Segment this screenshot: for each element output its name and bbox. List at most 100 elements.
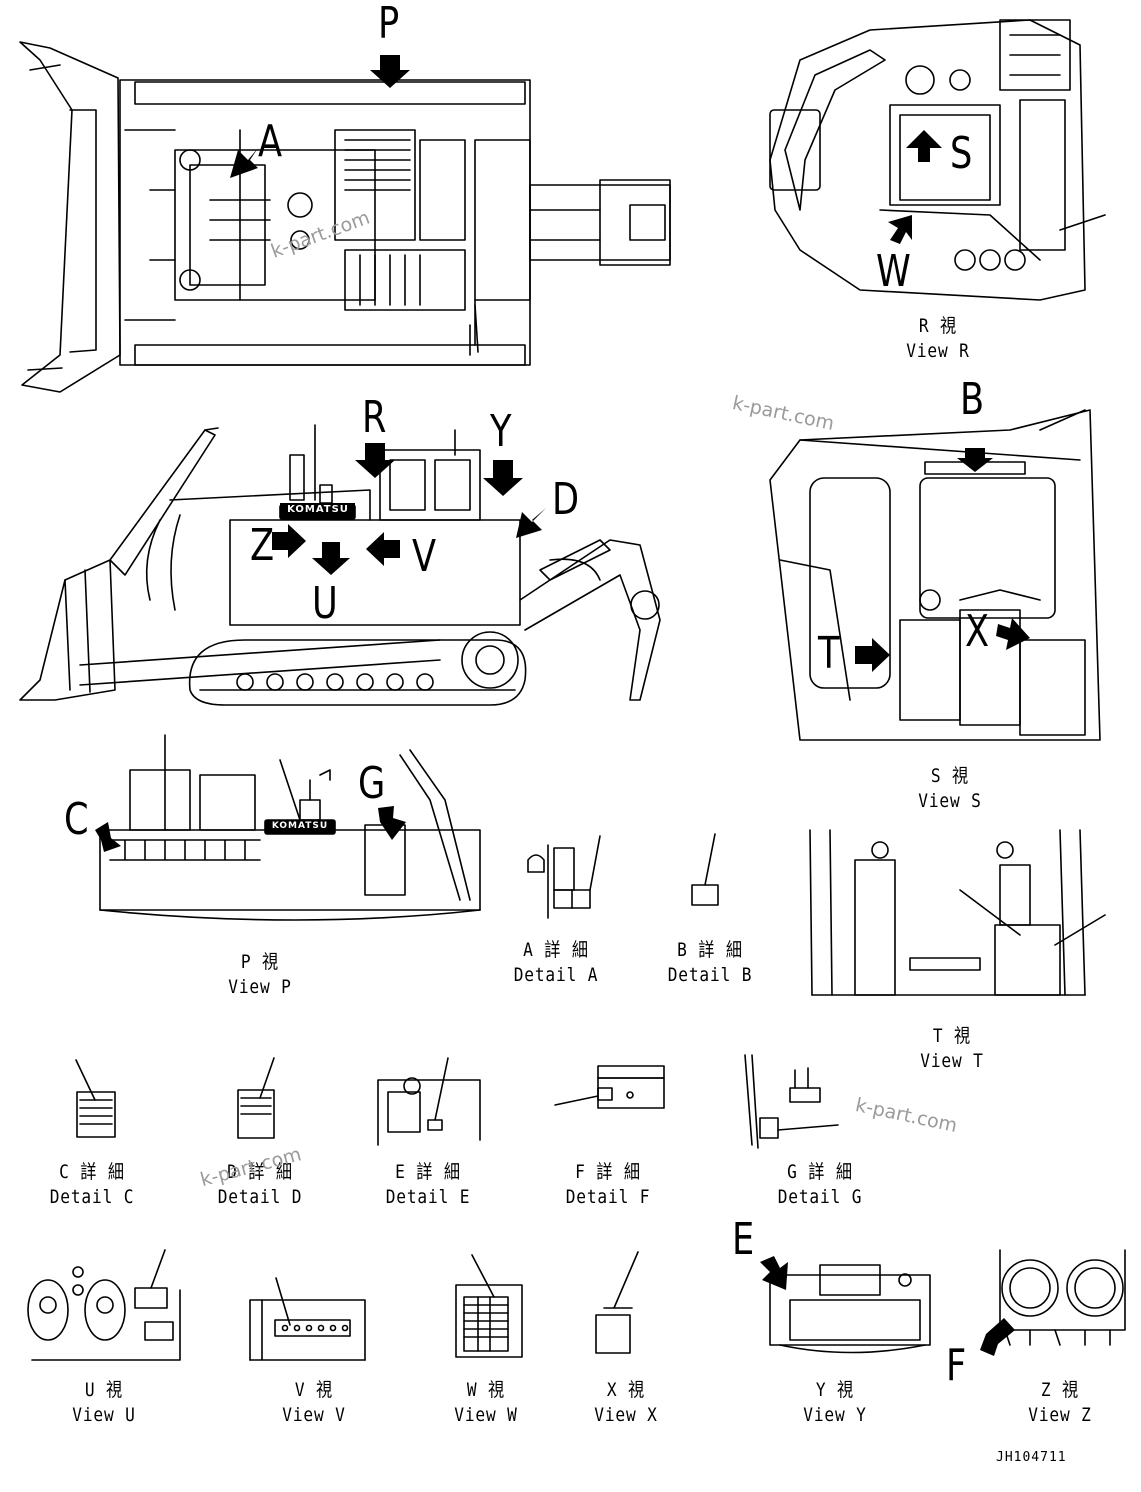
ref-letter-c: C (64, 794, 89, 845)
detail-b-drawing (691, 833, 719, 906)
brand-mark-p: KOMATSU (271, 821, 329, 831)
ref-letter-r: R (362, 392, 387, 443)
ref-letter-b: B (960, 374, 985, 425)
arrow-c (95, 822, 121, 852)
arrow-w (888, 215, 912, 244)
detail-f-en: Detail F (565, 1186, 651, 1208)
view-z-jp: Z 視 (1040, 1379, 1080, 1401)
detail-g-en: Detail G (777, 1186, 863, 1208)
ref-letter-f: F (946, 1340, 967, 1391)
detail-g-drawing (744, 1054, 839, 1149)
view-v-en: View V (282, 1404, 346, 1426)
detail-g-jp: G 詳 細 (787, 1161, 853, 1183)
view-w-en: View W (454, 1404, 518, 1426)
arrow-y (483, 460, 523, 496)
ref-letter-x: X (965, 606, 990, 657)
arrow-v (366, 532, 400, 566)
ref-letter-a: A (258, 116, 283, 167)
detail-g-caption: G 詳 細 Detail G (769, 1160, 871, 1210)
view-r-jp: R 視 (918, 315, 958, 337)
view-t-en: View T (920, 1050, 984, 1072)
view-u-en: View U (72, 1404, 136, 1426)
detail-e-en: Detail E (385, 1186, 471, 1208)
view-t-jp: T 視 (932, 1025, 972, 1047)
arrow-a (230, 148, 258, 178)
ref-letter-w: W (876, 246, 911, 297)
view-v-jp: V 視 (294, 1379, 334, 1401)
ref-letter-g: G (358, 758, 386, 809)
brand-mark-side: KOMATSU (287, 504, 349, 515)
view-p-en: View P (228, 976, 292, 998)
view-z-caption: Z 視 View Z (1009, 1378, 1111, 1428)
arrow-x (996, 618, 1030, 650)
pointer-arrows (95, 55, 1030, 1356)
detail-d-caption: D 詳 細 Detail D (209, 1160, 311, 1210)
view-w-jp: W 視 (466, 1379, 506, 1401)
detail-d-drawing (237, 1057, 275, 1139)
arrow-r (355, 443, 395, 478)
detail-a-caption: A 詳 細 Detail A (505, 938, 607, 988)
view-y-jp: Y 視 (815, 1379, 855, 1401)
drawing-number: JH104711 (996, 1450, 1067, 1465)
arrow-e (760, 1256, 788, 1290)
view-u-caption: U 視 View U (53, 1378, 155, 1428)
y-view-drawing (769, 1264, 931, 1354)
ref-letter-u: U (312, 578, 338, 629)
detail-e-caption: E 詳 細 Detail E (377, 1160, 479, 1210)
ref-letter-y: Y (490, 406, 512, 457)
arrow-t (855, 638, 890, 672)
detail-d-jp: D 詳 細 (227, 1161, 293, 1183)
w-view-drawing (455, 1254, 523, 1358)
arrow-s (906, 130, 942, 162)
detail-e-drawing (377, 1057, 481, 1146)
detail-f-drawing (554, 1065, 665, 1109)
arrow-u (312, 542, 350, 575)
view-w-caption: W 視 View W (435, 1378, 537, 1428)
view-v-caption: V 視 View V (263, 1378, 365, 1428)
ref-letter-z: Z (250, 520, 275, 571)
x-view-drawing (595, 1251, 639, 1354)
top-view-drawing (19, 41, 671, 393)
detail-c-jp: C 詳 細 (59, 1161, 125, 1183)
z-view-drawing (999, 1249, 1126, 1346)
ref-letter-d: D (552, 474, 580, 525)
detail-a-en: Detail A (513, 964, 599, 986)
view-p-jp: P 視 (240, 951, 280, 973)
t-view-drawing (809, 829, 1106, 996)
view-u-jp: U 視 (84, 1379, 124, 1401)
view-s-caption: S 視 View S (899, 764, 1001, 814)
detail-b-caption: B 詳 細 Detail B (659, 938, 761, 988)
ref-letter-s: S (950, 128, 973, 179)
ref-letter-e: E (732, 1214, 755, 1265)
detail-f-caption: F 詳 細 Detail F (557, 1160, 659, 1210)
view-x-jp: X 視 (606, 1379, 646, 1401)
view-s-en: View S (918, 790, 982, 812)
view-z-en: View Z (1028, 1404, 1092, 1426)
view-p-caption: P 視 View P (209, 950, 311, 1000)
detail-f-jp: F 詳 細 (575, 1161, 641, 1183)
ref-letter-v: V (412, 531, 437, 582)
detail-c-caption: C 詳 細 Detail C (41, 1160, 143, 1210)
detail-c-drawing (75, 1059, 116, 1138)
arrow-b (957, 448, 993, 472)
view-t-caption: T 視 View T (901, 1024, 1003, 1074)
view-x-caption: X 視 View X (575, 1378, 677, 1428)
view-x-en: View X (594, 1404, 658, 1426)
view-r-caption: R 視 View R (887, 314, 989, 364)
view-y-en: View Y (803, 1404, 867, 1426)
r-view-drawing (769, 19, 1106, 301)
arrow-d (516, 508, 546, 538)
v-view-drawing (249, 1277, 366, 1361)
ref-letter-p: P (378, 0, 400, 49)
detail-c-en: Detail C (49, 1186, 135, 1208)
ref-letter-t: T (818, 628, 840, 679)
detail-b-jp: B 詳 細 (677, 939, 743, 961)
arrow-g (378, 806, 406, 840)
view-s-jp: S 視 (930, 765, 970, 787)
u-view-drawing (27, 1249, 181, 1361)
detail-a-drawing (527, 835, 601, 919)
view-y-caption: Y 視 View Y (784, 1378, 886, 1428)
detail-b-en: Detail B (667, 964, 753, 986)
